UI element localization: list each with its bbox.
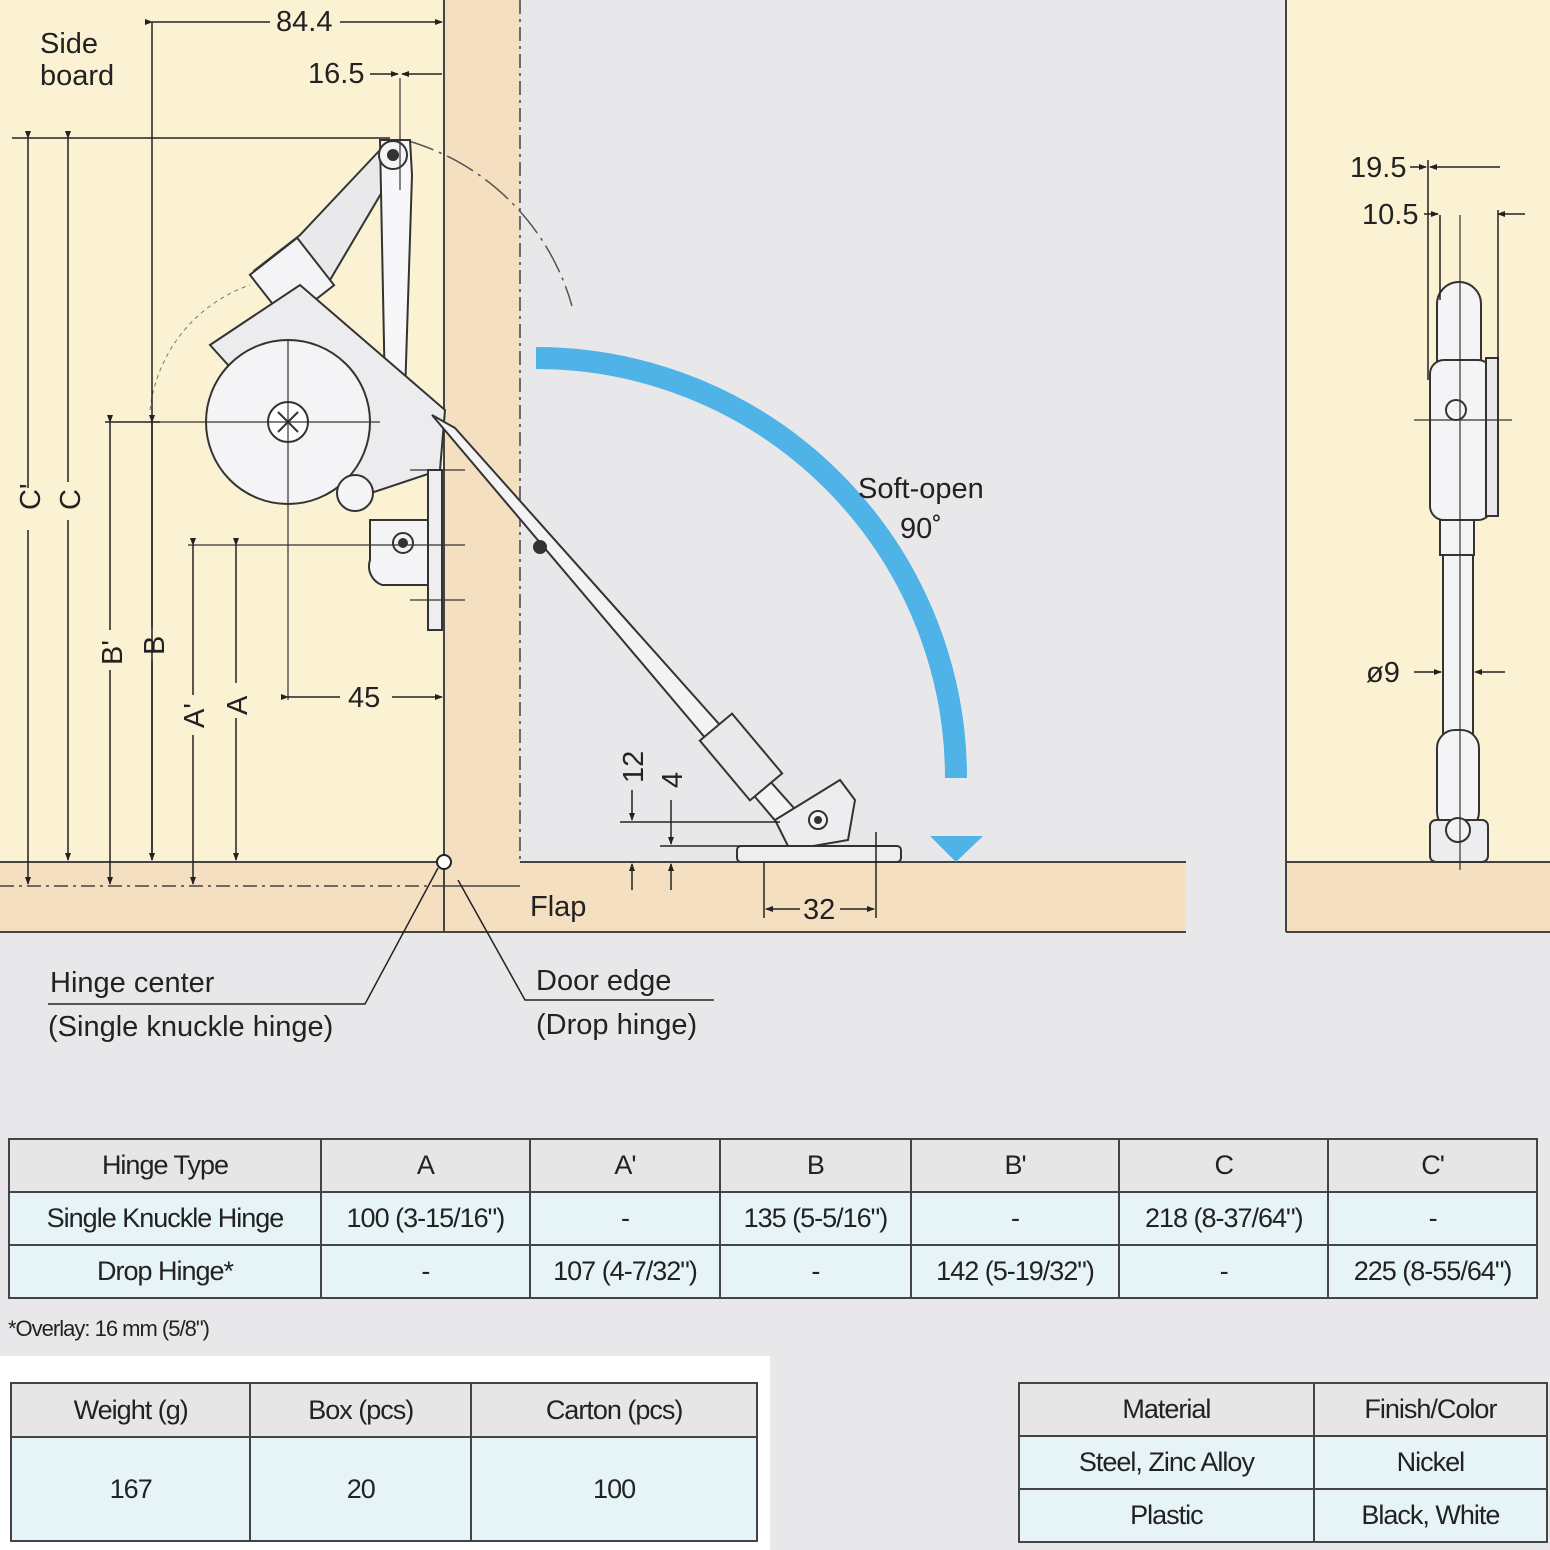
header-a-prime: A' [528,1138,722,1193]
dim-b-prime: B' [97,640,129,665]
table-cell: 100 (3-15/16") [320,1191,531,1246]
dim-4: 4 [657,772,689,788]
table-row: Single Knuckle Hinge 100 (3-15/16") - 13… [8,1191,1538,1246]
dim-45: 45 [348,682,380,714]
dim-a: A [222,695,254,715]
cell-weight: 167 [9,1436,252,1542]
table-row: Steel, Zinc Alloy Nickel [1018,1435,1549,1490]
side-view-mechanism [1429,281,1499,863]
table-cell: 218 (8-37/64") [1118,1191,1330,1246]
side-view-board [1286,862,1550,932]
stay-hinge-diagram: Side board 84.4 16.5 45 32 19.5 10.5 ø9 … [0,0,1550,1043]
side-view-panel [1286,0,1550,862]
header-b-prime: B' [909,1138,1121,1193]
cell-hinge-type: Drop Hinge* [8,1244,322,1299]
table-cell: - [528,1191,722,1246]
table-cell: 142 (5-19/32") [909,1244,1121,1299]
dim-12: 12 [618,751,650,783]
header-hinge-type: Hinge Type [8,1138,322,1193]
material-table: Material Finish/Color Steel, Zinc Alloy … [1018,1382,1549,1543]
soft-open-label: Soft-open [858,473,984,505]
dim-c-prime: C' [15,484,47,510]
dimensions-table: Hinge Type A A' B B' C C' Single Knuckle… [8,1138,1538,1299]
header-c-prime: C' [1327,1138,1538,1193]
table-cell: - [1118,1244,1330,1299]
header-c: C [1118,1138,1330,1193]
header-finish-color: Finish/Color [1312,1382,1549,1437]
door-edge-sublabel: (Drop hinge) [536,1009,697,1041]
hinge-center-label: Hinge center [50,967,215,999]
table-cell: 225 (8-55/64") [1327,1244,1538,1299]
dim-19-5: 19.5 [1350,152,1406,184]
dim-16-5: 16.5 [308,58,364,90]
table-cell: - [320,1244,531,1299]
dim-84-4: 84.4 [276,6,332,38]
table-header-row: Weight (g) Box (pcs) Carton (pcs) [9,1382,758,1438]
flap-board [0,862,1186,932]
table-row: Plastic Black, White [1018,1488,1549,1543]
side-board-label-1: Side [40,28,98,60]
header-b: B [719,1138,912,1193]
cell-material: Steel, Zinc Alloy [1018,1435,1315,1490]
table-cell: 135 (5-5/16") [719,1191,912,1246]
cell-hinge-type: Single Knuckle Hinge [8,1191,322,1246]
packaging-table: Weight (g) Box (pcs) Carton (pcs) 167 20… [9,1382,758,1542]
table-row: 167 20 100 [9,1436,758,1542]
cell-finish: Black, White [1312,1488,1549,1543]
table-cell: - [1327,1191,1538,1246]
table-header-row: Material Finish/Color [1018,1382,1549,1437]
overlay-footnote: *Overlay: 16 mm (5/8") [8,1316,210,1341]
side-board-label-2: board [40,60,114,92]
soft-open-angle: 90˚ [900,513,942,545]
dim-a-prime: A' [179,703,211,728]
header-weight: Weight (g) [9,1382,252,1438]
dim-b: B [139,636,171,655]
soft-open-arrow [535,347,983,862]
header-carton: Carton (pcs) [470,1382,758,1438]
table-header-row: Hinge Type A A' B B' C C' [8,1138,1538,1193]
dim-10-5: 10.5 [1362,199,1418,231]
table-row: Drop Hinge* - 107 (4-7/32") - 142 (5-19/… [8,1244,1538,1299]
hinge-mechanism [205,139,902,863]
hinge-center-sublabel: (Single knuckle hinge) [48,1011,333,1043]
cell-finish: Nickel [1312,1435,1549,1490]
header-a: A [320,1138,531,1193]
door-edge-label: Door edge [536,965,671,997]
cell-carton: 100 [470,1436,758,1542]
header-box: Box (pcs) [249,1382,473,1438]
table-cell: - [909,1191,1121,1246]
table-cell: - [719,1244,912,1299]
flap-label: Flap [530,891,586,923]
dim-c: C [55,489,87,510]
cell-box: 20 [249,1436,473,1542]
header-material: Material [1018,1382,1315,1437]
dim-32: 32 [803,894,835,926]
cell-material: Plastic [1018,1488,1315,1543]
table-cell: 107 (4-7/32") [528,1244,722,1299]
dim-dia-9: ø9 [1366,657,1400,689]
hinge-center-marker [436,854,452,870]
